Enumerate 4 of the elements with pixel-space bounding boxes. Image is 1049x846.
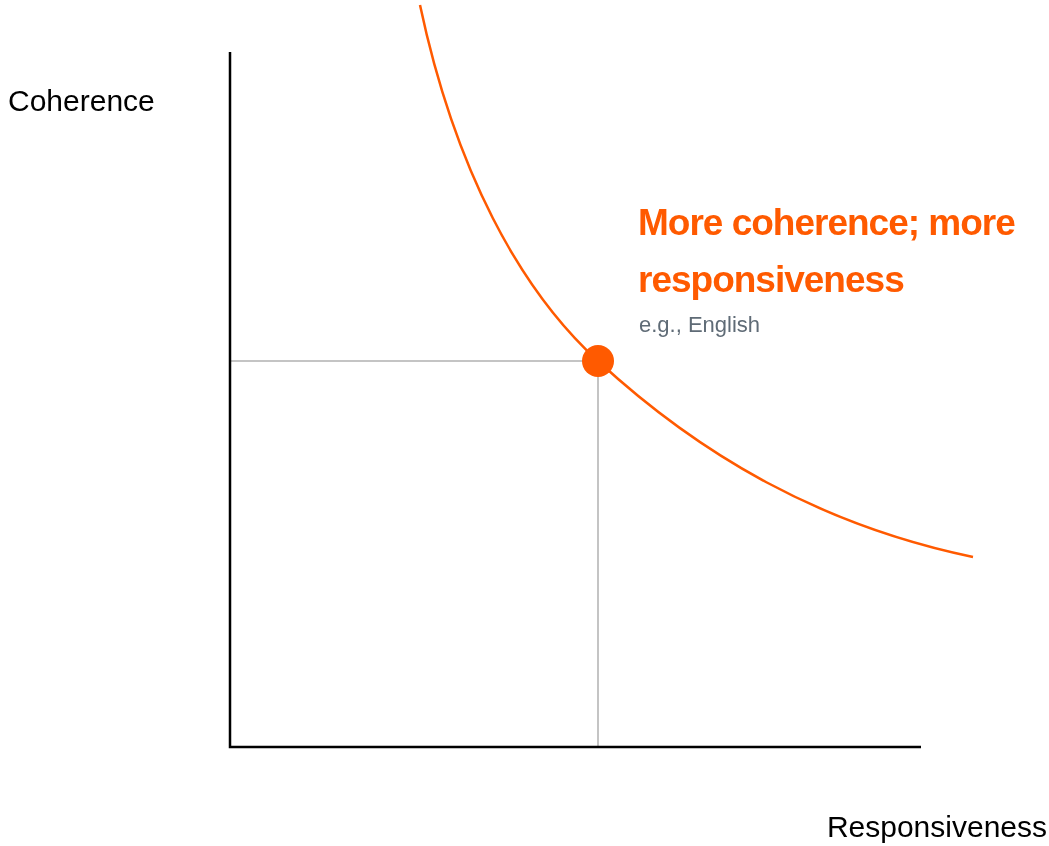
example-text: e.g., English (639, 312, 761, 338)
annotation-text: More coherence; more responsiveness (638, 201, 1016, 302)
axis-label: Coherence (8, 84, 155, 118)
axis-label: Responsiveness (826, 810, 1047, 844)
